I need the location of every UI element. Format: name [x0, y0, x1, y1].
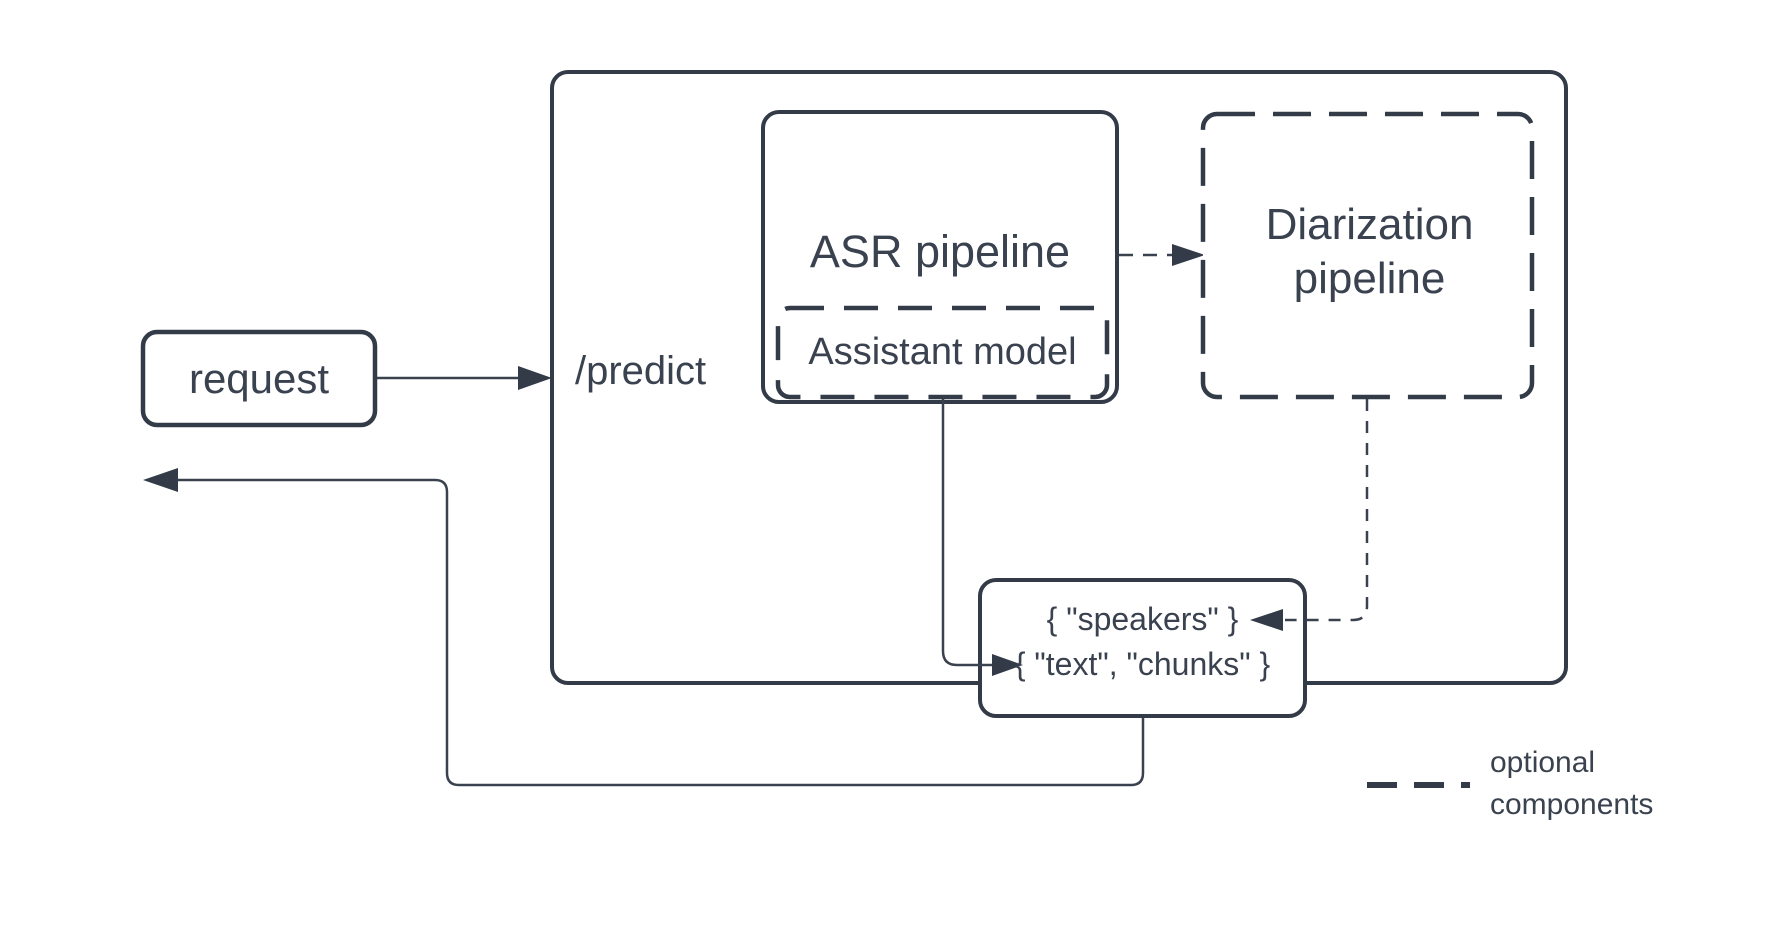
asr-pipeline-label: ASR pipeline [809, 226, 1071, 277]
assistant-to-output-line [941, 399, 992, 667]
response-return-arrowhead [143, 468, 178, 492]
request-box [140, 329, 378, 428]
asr-to-diarization-arrowhead [1172, 244, 1205, 266]
response-return-line [178, 478, 1145, 787]
assistant-model-label: Assistant model [808, 331, 1077, 373]
legend-label: optional components [1490, 746, 1654, 821]
output-box [978, 578, 1307, 718]
request-label: request [188, 354, 330, 402]
output-speakers-line: { "speakers" } [1046, 601, 1239, 637]
output-label: { "speakers" } { "text", "chunks" } [980, 597, 1305, 687]
diarization-to-output-line [1285, 399, 1369, 622]
assistant-to-output-arrowhead [992, 654, 1023, 676]
request-to-predict-arrowhead [518, 366, 552, 390]
diarization-to-output-arrowhead [1250, 609, 1283, 631]
predict-endpoint-label: /predict [575, 348, 707, 393]
diarization-pipeline-label: Diarization pipeline [1265, 200, 1474, 303]
assistant-model-box [775, 305, 1110, 400]
diarization-pipeline-box [1200, 111, 1535, 400]
asr-pipeline-box [761, 110, 1119, 404]
output-text-chunks-line: { "text", "chunks" } [1014, 646, 1271, 682]
